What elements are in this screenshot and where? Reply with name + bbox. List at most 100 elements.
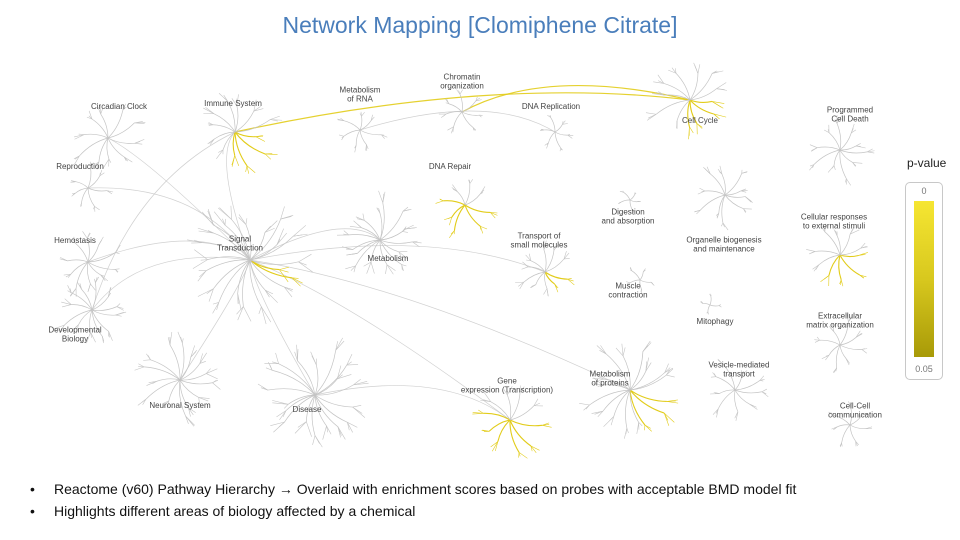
tree-branch [488, 419, 511, 432]
tree-twig [276, 232, 287, 245]
tree-branch [824, 231, 841, 256]
tree-branch [91, 282, 97, 311]
bullet-text-continued: Overlaid with enrichment scores based on… [296, 481, 797, 497]
tree-twig [718, 304, 721, 306]
tree-twig [862, 413, 867, 416]
tree-twig [852, 162, 863, 164]
tree-twig [722, 222, 729, 231]
tree-twig [353, 379, 361, 386]
tree-twig [480, 226, 484, 234]
tree-twig [528, 253, 532, 261]
pathway-label-mitophagy: Mitophagy [697, 317, 734, 326]
pathway-link [226, 131, 251, 261]
tree-twig [237, 293, 242, 310]
tree-branch [723, 364, 736, 391]
tree-twig [198, 397, 210, 399]
tree-twig [337, 374, 352, 380]
tree-branch [675, 73, 691, 101]
tree-twig [234, 155, 240, 167]
tree-twig [312, 435, 316, 445]
tree-branch [724, 190, 742, 196]
tree-twig [253, 106, 261, 112]
tree-branch [314, 350, 337, 396]
tree-branch [461, 100, 477, 113]
tree-twig [560, 147, 563, 151]
tree-twig [163, 400, 169, 404]
tree-branch [179, 342, 185, 381]
tree-branch [249, 259, 285, 288]
tree-twig [518, 281, 525, 287]
tree-twig [199, 352, 207, 364]
tree-twig [197, 227, 214, 234]
tree-twig [741, 171, 748, 174]
tree-twig [276, 239, 281, 245]
tree-branch [87, 175, 101, 189]
pathway-tree-transport [515, 240, 575, 297]
legend-title: p-value [907, 156, 947, 170]
tree-twig [169, 331, 173, 345]
tree-branch [836, 123, 842, 151]
tree-twig [704, 168, 711, 175]
tree-twig [352, 406, 366, 418]
tree-twig [722, 222, 725, 228]
tree-twig [630, 269, 632, 271]
tree-twig [475, 99, 482, 102]
tree-twig [185, 416, 189, 424]
pathway-tree-digestion [618, 190, 641, 214]
tree-twig [530, 445, 533, 452]
pathway-link [359, 110, 556, 133]
tree-twig [167, 337, 171, 345]
tree-twig [479, 114, 482, 118]
pathway-tree-signal [187, 205, 313, 325]
tree-twig [294, 421, 307, 434]
tree-branch [629, 199, 634, 212]
tree-branch [359, 129, 382, 136]
tree-twig [562, 123, 568, 125]
tree-branch [721, 173, 726, 196]
tree-branch [715, 376, 736, 391]
tree-twig [663, 412, 670, 426]
tree-branch [849, 424, 867, 430]
tree-twig [531, 284, 536, 287]
tree-twig [278, 421, 285, 428]
tree-twig [412, 241, 422, 244]
tree-twig [579, 403, 590, 406]
tree-twig [401, 264, 407, 267]
tree-twig [255, 136, 266, 142]
tree-twig [138, 363, 145, 368]
tree-twig [759, 379, 765, 381]
tree-twig [90, 162, 94, 167]
pathway-link [249, 259, 631, 391]
bullet-item: •Highlights different areas of biology a… [30, 500, 950, 522]
tree-branch [818, 254, 841, 265]
tree-branch [379, 228, 406, 241]
tree-branch [605, 353, 631, 391]
tree-branch [67, 259, 89, 263]
tree-branch [81, 289, 93, 311]
tree-twig [515, 281, 524, 283]
tree-branch [828, 132, 841, 151]
tree-branch [497, 419, 511, 442]
tree-twig [270, 115, 280, 120]
tree-branch [663, 94, 691, 101]
tree-twig [553, 243, 560, 251]
tree-twig [402, 206, 409, 212]
tree-twig [280, 214, 294, 220]
tree-twig [518, 452, 528, 459]
tree-twig [284, 286, 293, 292]
tree-branch [179, 357, 192, 381]
tree-branch [530, 260, 546, 273]
tree-twig [96, 161, 100, 170]
tree-twig [335, 341, 338, 351]
tree-twig [835, 230, 838, 236]
tree-twig [198, 397, 209, 402]
tree-twig [265, 153, 278, 155]
tree-twig [107, 287, 112, 298]
tree-twig [459, 89, 463, 95]
tree-branch [839, 145, 857, 151]
tree-branch [348, 234, 381, 241]
